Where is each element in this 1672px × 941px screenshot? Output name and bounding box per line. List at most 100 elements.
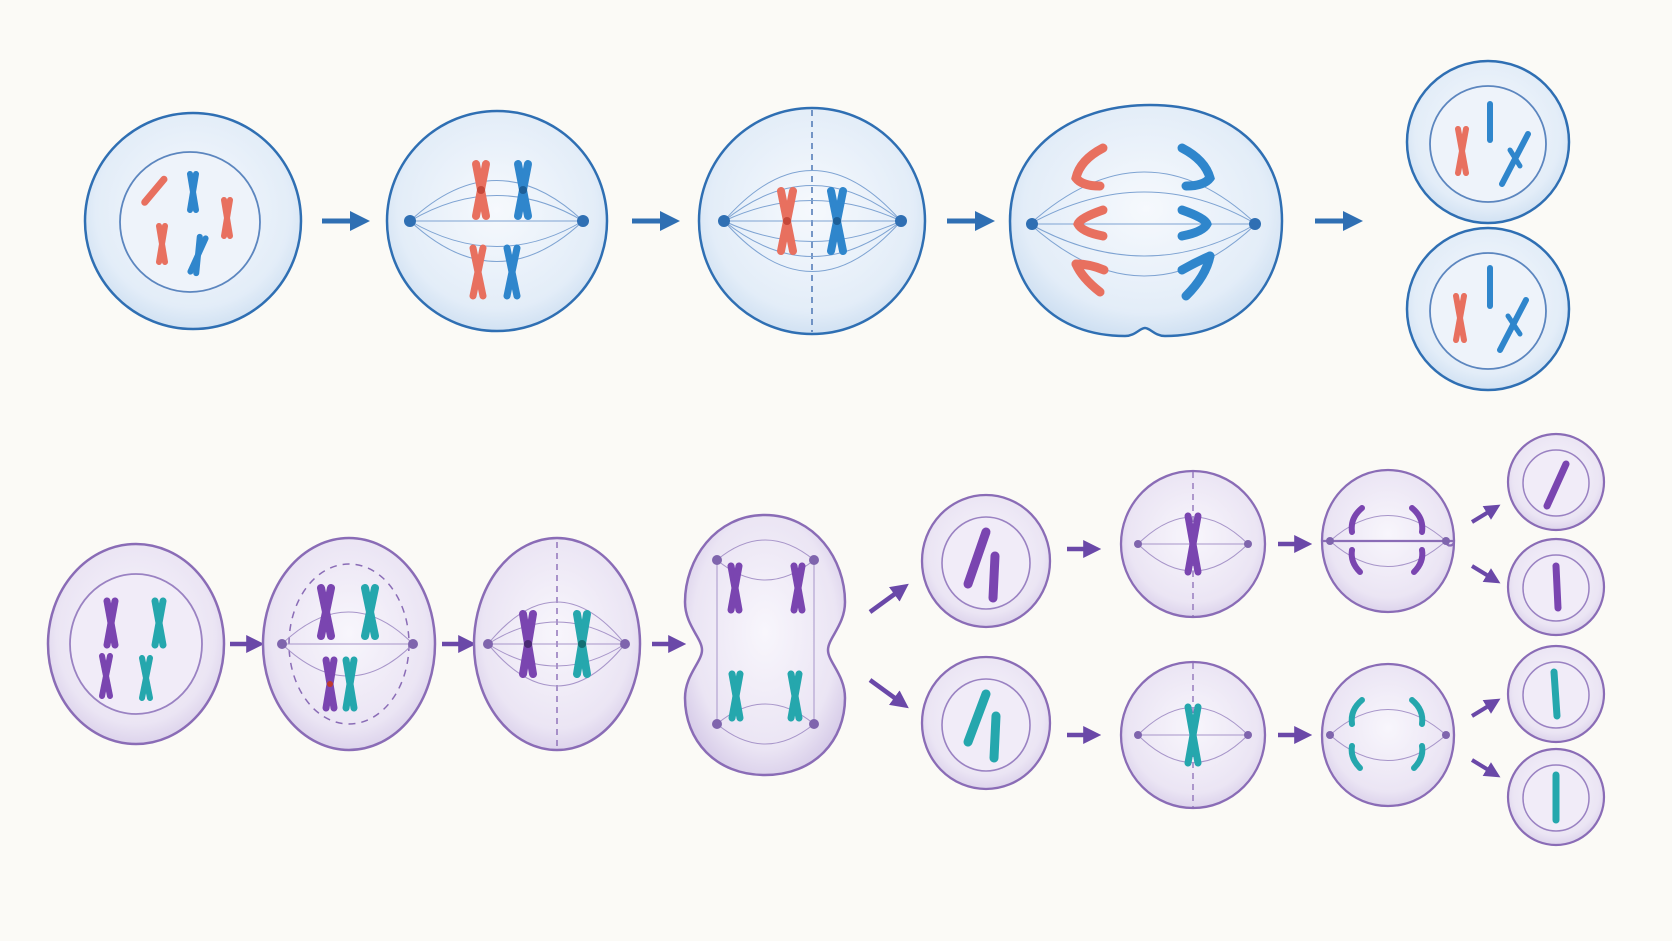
centrosome-right [1244,731,1252,739]
chromosome-red [472,160,490,220]
chromosome-red [469,244,487,300]
mitosis-prophase-cell [385,109,609,333]
meiosis-prophase-i-cell [261,536,437,752]
chromosome-teal [728,670,744,722]
cell-membrane [1320,662,1456,808]
chromosome-blue [187,233,209,277]
chromosome-purple [1184,512,1202,576]
chromosome-purple [103,597,119,649]
mitosis-anaphase-cell [1008,103,1284,338]
chromosome-red [156,223,168,265]
tetrad-purple-teal [322,656,358,712]
meiosis-metaphase-ii-cell-top [1119,469,1267,619]
mitosis-daughter-cell-bottom [1405,226,1571,392]
mitosis-interphase-cell [83,111,303,331]
meiosis-anaphase-i-cell [683,513,847,777]
centrosome [712,719,722,729]
meiosis-interphase-cell [46,542,226,746]
chromosome-red [221,197,233,239]
meiosis-metaphase-i-cell [472,536,642,752]
centrosome-right [577,215,589,227]
chromosome-teal [139,655,153,701]
centrosome-left [1134,540,1142,548]
centrosome [809,719,819,729]
chromatid-purple [1543,460,1570,510]
meiosis-metaphase-ii-cell-bottom [1119,660,1267,810]
chromosome-blue [514,160,532,220]
mitosis-metaphase-cell [697,106,927,336]
gamete-cell-3 [1506,644,1606,744]
mitosis-row [83,59,1571,392]
centrosome-right [1442,731,1450,739]
cell-membrane [1008,103,1284,338]
chromosome-blue [187,171,199,213]
chromosome-teal [1184,703,1202,767]
chromosome-purple [727,562,743,614]
chromatid-teal [963,689,991,747]
chromatids-red [1071,143,1109,297]
spindle-fibers [409,180,584,262]
arrow-up-right [1470,698,1501,718]
spindle-fibers [716,539,815,745]
chromatid-teal [1550,668,1561,720]
centrosome-right [408,639,418,649]
cell-membrane [1320,468,1456,614]
centrosome-right [620,639,630,649]
meiosis-anaphase-ii-cell-bottom [1320,662,1456,808]
centrosome [809,555,819,565]
spindle-fibers [1329,709,1447,761]
chromosome-blue [1507,147,1523,169]
meiosis-secondary-cell-bottom [920,655,1052,791]
chromosome-purple [99,653,113,699]
centrosome [712,555,722,565]
chromosome-blue [827,187,847,255]
centrosome-left [1326,731,1334,739]
centrosome-left [1326,537,1334,545]
chromosome-purple [790,562,806,614]
gamete-cell-2 [1506,537,1606,637]
cell-membrane [683,513,847,777]
chromatid-purple [988,551,1000,603]
centrosome-right [1442,537,1450,545]
chromatids-purple [1348,505,1426,575]
chromosome-red [141,175,168,206]
mitosis-daughter-cell-top [1405,59,1571,225]
spindle-fibers [1329,515,1447,567]
meiosis-anaphase-ii-cell-top [1320,468,1456,614]
chromatid-teal [989,711,1001,763]
meiosis-secondary-cell-top [920,493,1052,629]
centrosome-left [718,215,730,227]
centrosome-left [277,639,287,649]
chromosome-red [777,187,797,255]
chromosome-blue [1505,313,1523,337]
meiosis-row [46,432,1606,847]
chromatids-teal [1348,697,1426,771]
chromosome-teal [573,610,591,678]
centrosome-right [895,215,907,227]
chromosome-teal [787,670,803,722]
centrosome-left [1134,731,1142,739]
arrow-down-right [868,678,909,709]
arrow-up-right [868,583,909,614]
arrow-down-right [1470,758,1501,778]
centrosome-right [1244,540,1252,548]
chromosome-blue [503,244,521,300]
centrosome-left [483,639,493,649]
chromosome-teal [361,584,379,640]
gamete-cell-1 [1506,432,1606,532]
nucleus [941,678,1031,772]
chromosome-teal [151,597,167,649]
chromosome-red [1453,293,1467,343]
chromatid-purple [1552,562,1562,612]
chromosome-purple [317,584,335,640]
chromatid-purple [963,527,991,589]
arrow-down-right [1470,564,1501,584]
spindle-fibers [1029,171,1257,277]
arrow-up-right [1470,504,1501,524]
centrosome-left [404,215,416,227]
nucleus [69,573,203,715]
centrosome-right [1249,218,1261,230]
chromosome-red [1455,126,1469,176]
spindle-fibers [487,601,626,687]
spindle-fibers [723,170,902,272]
